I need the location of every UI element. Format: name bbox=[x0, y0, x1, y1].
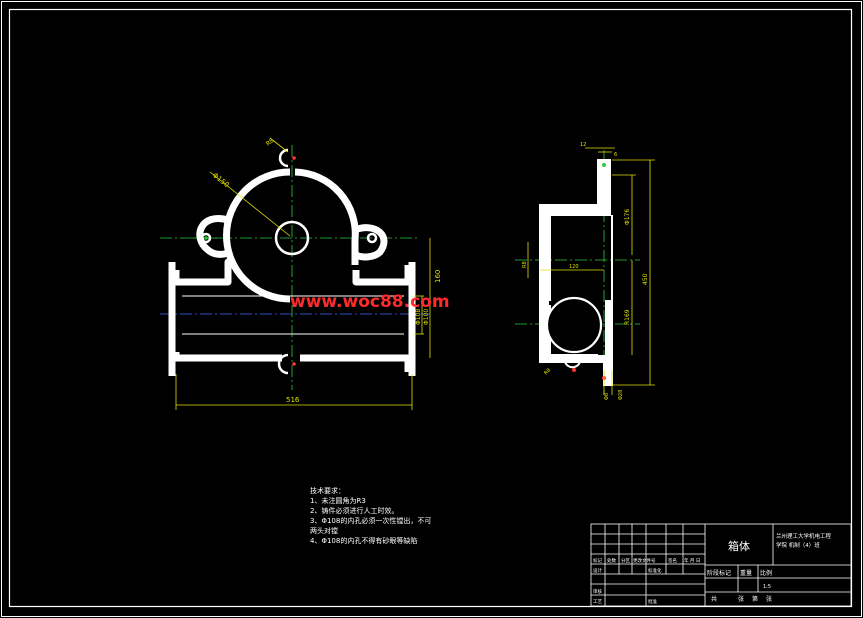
school-name: 兰州理工大学机电工程 bbox=[776, 532, 832, 540]
label-approve: 批准 bbox=[648, 598, 657, 605]
tech-item: 3、Φ108的内孔必须一次性镗出，不可 bbox=[310, 516, 431, 525]
label-scale: 比例 bbox=[760, 569, 772, 577]
label-change-doc: 更改文件号 bbox=[633, 557, 656, 564]
label-stage: 阶段标记 bbox=[707, 569, 731, 577]
label-sheet-no: 第 bbox=[752, 595, 758, 603]
side-bore-hole bbox=[545, 296, 603, 354]
side-view: 12 6 Φ176 450 R8 120 R169 R8 Φ8 Φ28 bbox=[515, 142, 655, 400]
label-mark: 标记 bbox=[593, 557, 602, 564]
tech-item: 两头对镗 bbox=[310, 526, 338, 535]
front-view: Φ150 R8 516 160 Φ100 Φ108 bbox=[160, 137, 442, 410]
label-sheet-no-unit: 张 bbox=[766, 595, 772, 603]
part-name: 箱体 bbox=[728, 539, 750, 553]
scale-value: 1:5 bbox=[763, 584, 771, 590]
front-lug-hole bbox=[200, 232, 212, 244]
side-dim-bottom-r: R8 bbox=[543, 367, 552, 376]
label-count: 处数 bbox=[607, 557, 616, 564]
side-dim-12: 12 bbox=[580, 142, 586, 148]
side-dim-upper: Φ176 bbox=[624, 209, 631, 225]
class-name: 学院 机制（4）班 bbox=[776, 541, 820, 549]
dim-overall-width: 516 bbox=[286, 396, 300, 404]
side-dim-total: 450 bbox=[642, 273, 649, 285]
tech-item: 4、Φ108的内孔不得有砂眼等缺陷 bbox=[310, 536, 417, 545]
tech-heading: 技术要求： bbox=[310, 486, 345, 495]
inner-frame bbox=[8, 8, 853, 608]
label-zone: 分区 bbox=[621, 557, 630, 564]
label-date: 年 月 日 bbox=[684, 557, 700, 564]
tech-requirements: 技术要求： 1、未注圆角为R3 2、铸件必须进行人工时效。 3、Φ108的内孔必… bbox=[310, 486, 431, 545]
side-dim-6: 6 bbox=[614, 152, 617, 158]
label-review: 审核 bbox=[593, 588, 602, 595]
dim-d100: Φ100 bbox=[423, 309, 430, 325]
label-signature: 签名 bbox=[668, 557, 677, 564]
label-sheets-total: 共 bbox=[711, 595, 717, 603]
label-weight: 重量 bbox=[740, 569, 752, 577]
side-dim-b2: Φ28 bbox=[618, 390, 624, 400]
side-dim-lower: R169 bbox=[624, 309, 631, 325]
front-lug-hole-right bbox=[366, 232, 378, 244]
tech-item: 2、铸件必须进行人工时效。 bbox=[310, 506, 398, 515]
label-designer: 设计 bbox=[593, 567, 602, 574]
label-standard: 标准化 bbox=[648, 567, 662, 574]
dim-d108: Φ108 bbox=[415, 309, 422, 325]
front-bore-hole bbox=[274, 220, 310, 256]
label-craft: 工艺 bbox=[593, 599, 602, 605]
watermark: www.woc88.com bbox=[290, 292, 450, 312]
label-sheets-unit: 张 bbox=[738, 595, 744, 603]
dim-diameter-150: Φ150 bbox=[211, 171, 231, 189]
tech-item: 1、未注圆角为R3 bbox=[310, 496, 366, 505]
dim-r-top: R8 bbox=[265, 137, 276, 148]
side-dim-r2: R8 bbox=[522, 261, 528, 268]
side-dim-b1: Φ8 bbox=[604, 393, 610, 400]
side-dim-120: 120 bbox=[569, 264, 579, 270]
title-block: 箱体 兰州理工大学机电工程 学院 机制（4）班 标记 处数 分区 更改文件号 签… bbox=[590, 523, 852, 607]
dim-height: 160 bbox=[434, 270, 442, 283]
